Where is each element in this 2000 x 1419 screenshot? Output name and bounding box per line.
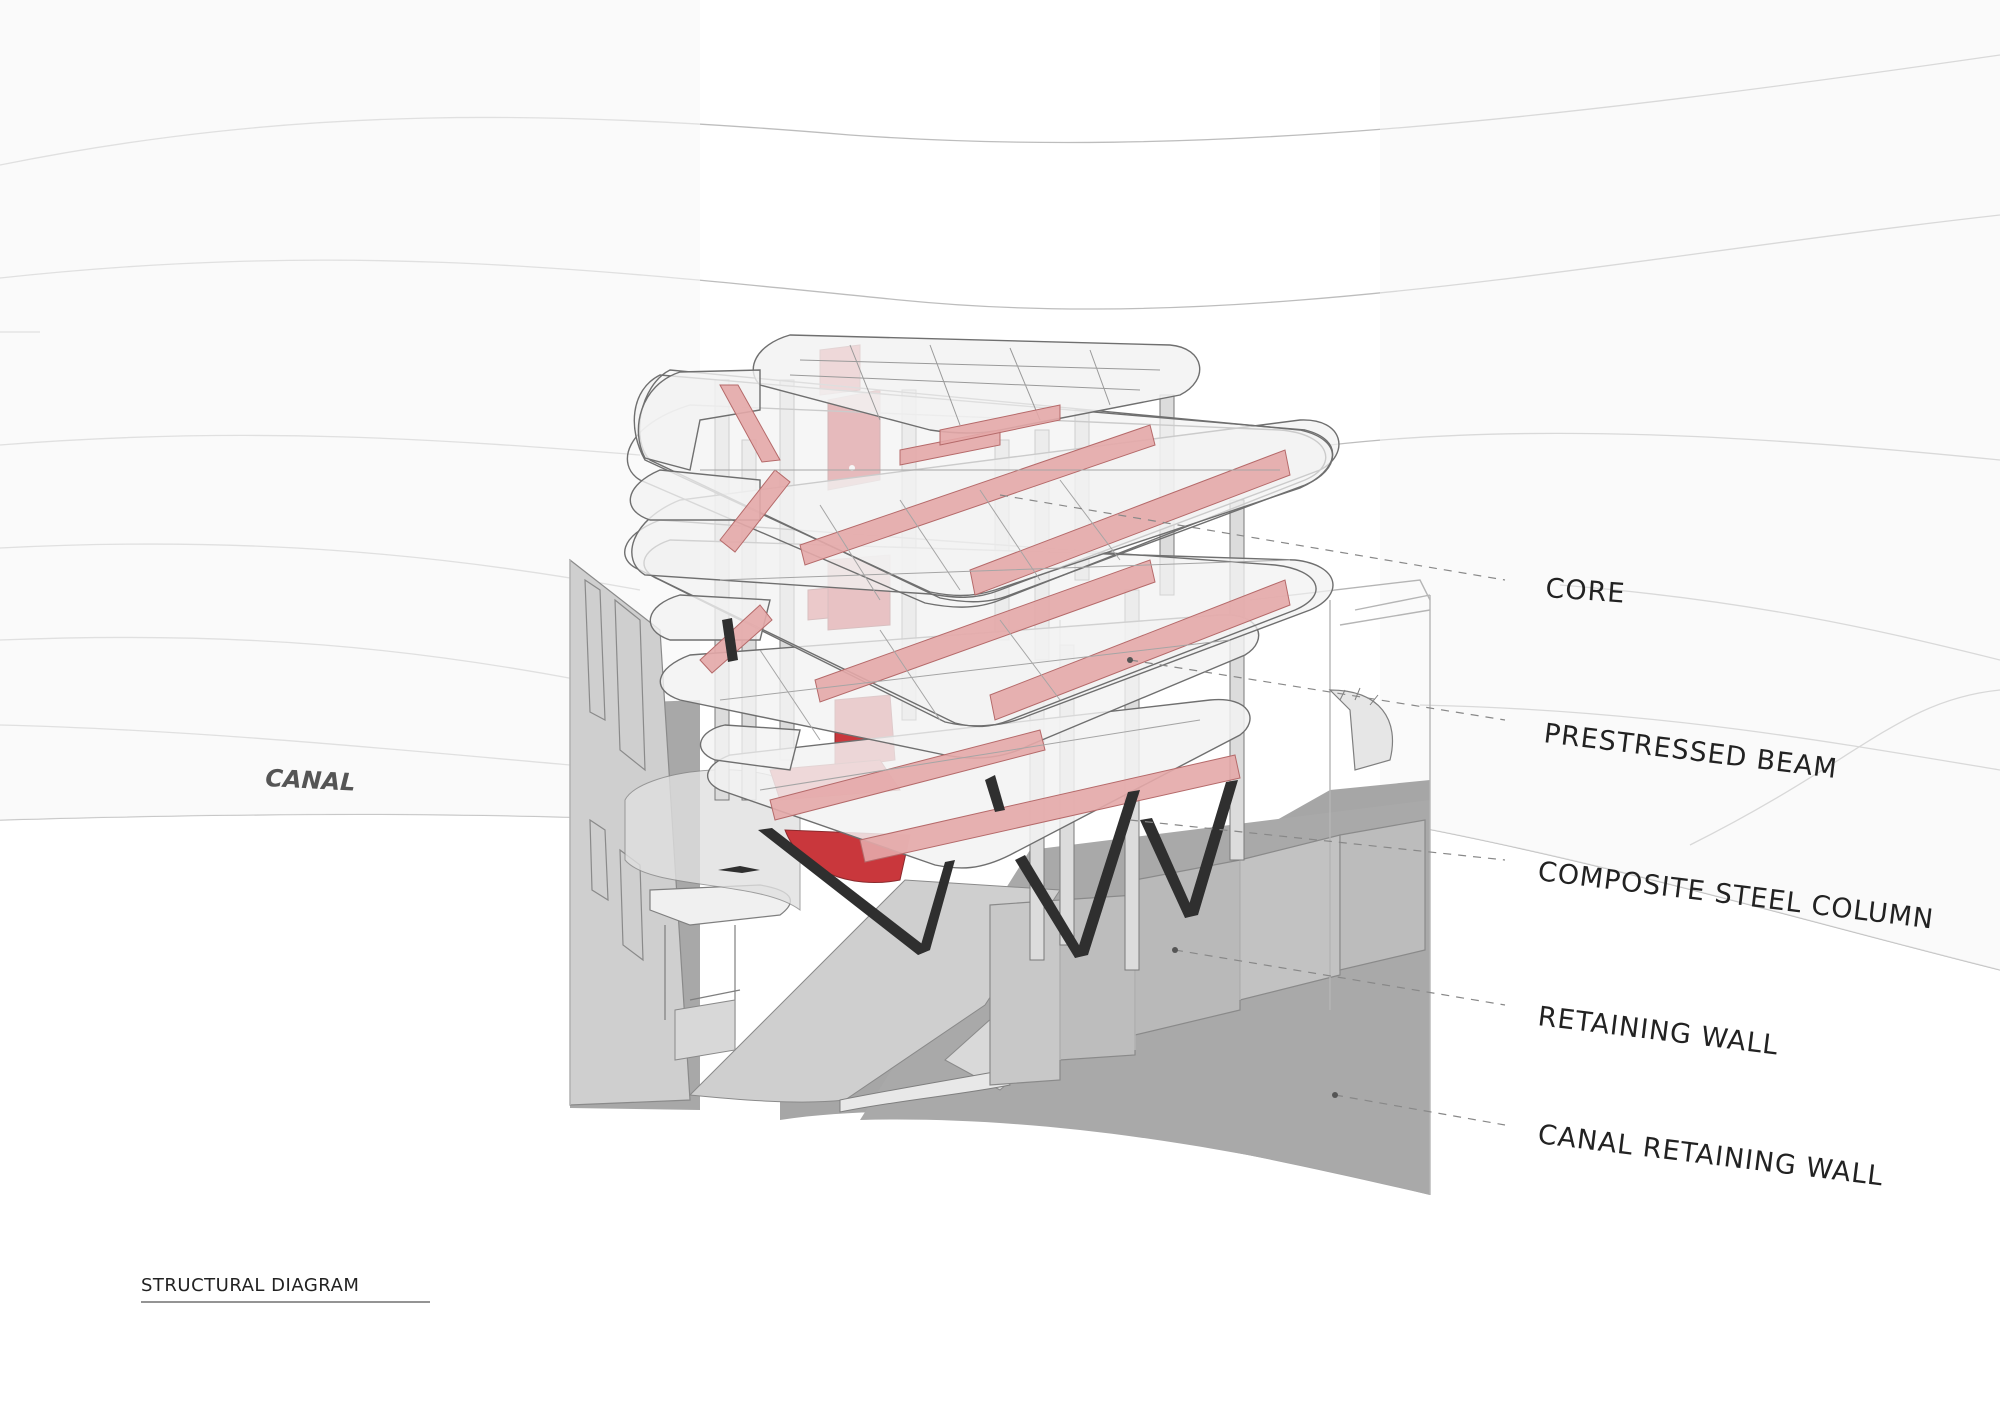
callout-core: CORE	[1545, 573, 1627, 610]
retaining-wall	[989, 819, 1426, 1086]
slab-framing	[700, 469, 1291, 791]
slab-level-4	[624, 519, 1317, 728]
canal-surface	[0, 0, 700, 822]
leader-prestressed-beam	[1129, 659, 1506, 721]
leader-lines	[999, 494, 1506, 1126]
leader-composite-steel-column	[1129, 819, 1506, 861]
leader-retaining-wall	[1174, 949, 1506, 1006]
diagram-title: STRUCTURAL DIAGRAM	[141, 1275, 359, 1296]
slab-level-1	[707, 698, 1251, 869]
prestressed-beams	[699, 384, 1291, 863]
composite-steel-columns	[718, 618, 1238, 958]
canal-label: CANAL	[265, 764, 356, 797]
callout-retaining-wall: RETAINING WALL	[1536, 1001, 1780, 1061]
roof-grid	[789, 344, 1161, 426]
side-balcony	[1328, 689, 1394, 771]
leader-core	[999, 494, 1506, 581]
ground-slab	[688, 879, 1061, 1103]
callout-canal-retaining-wall: CANAL RETAINING WALL	[1536, 1119, 1885, 1192]
